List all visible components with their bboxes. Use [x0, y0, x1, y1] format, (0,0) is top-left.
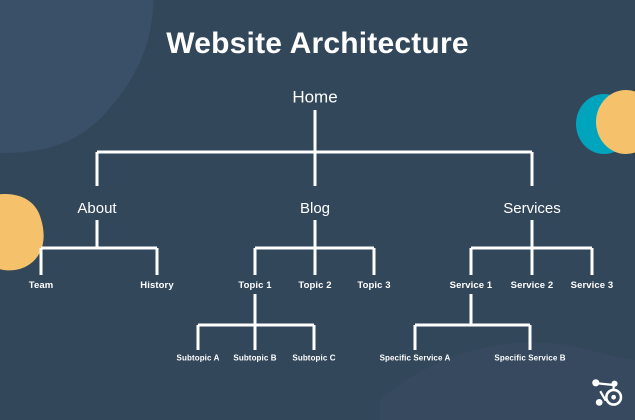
logo-arm-bottom [599, 390, 607, 402]
node-subtopic-c[interactable]: Subtopic C [292, 353, 336, 363]
shade-blob-top-left [0, 0, 154, 153]
node-home[interactable]: Home [292, 87, 338, 107]
logo-dot-top-left [592, 379, 600, 387]
node-subtopic-b[interactable]: Subtopic B [233, 353, 277, 363]
node-service-1[interactable]: Service 1 [449, 279, 493, 291]
yellow-blob-left [0, 194, 44, 271]
node-history[interactable]: History [140, 279, 174, 291]
node-topic-3[interactable]: Topic 3 [357, 279, 391, 291]
node-specific-service-b[interactable]: Specific Service B [494, 353, 566, 363]
node-services[interactable]: Services [503, 199, 561, 217]
logo-dot-bottom-left [595, 398, 603, 406]
node-service-3[interactable]: Service 3 [570, 279, 614, 291]
logo-ring-outer [605, 388, 623, 406]
node-about[interactable]: About [77, 199, 117, 217]
node-topic-2[interactable]: Topic 2 [298, 279, 332, 291]
logo-arm-top [596, 382, 613, 387]
yellow-blob-right [596, 90, 635, 154]
teal-blob-right [576, 94, 632, 154]
node-topic-1[interactable]: Topic 1 [238, 279, 272, 291]
hubspot-sprocket-logo [592, 379, 623, 406]
node-subtopic-a[interactable]: Subtopic A [176, 353, 220, 363]
node-team[interactable]: Team [28, 279, 54, 291]
node-specific-service-a[interactable]: Specific Service A [379, 353, 451, 363]
logo-arm-stem [612, 384, 615, 391]
page-title: Website Architecture [166, 27, 469, 60]
node-blog[interactable]: Blog [299, 199, 331, 217]
logo-ring-center [611, 394, 617, 400]
node-service-2[interactable]: Service 2 [510, 279, 554, 291]
